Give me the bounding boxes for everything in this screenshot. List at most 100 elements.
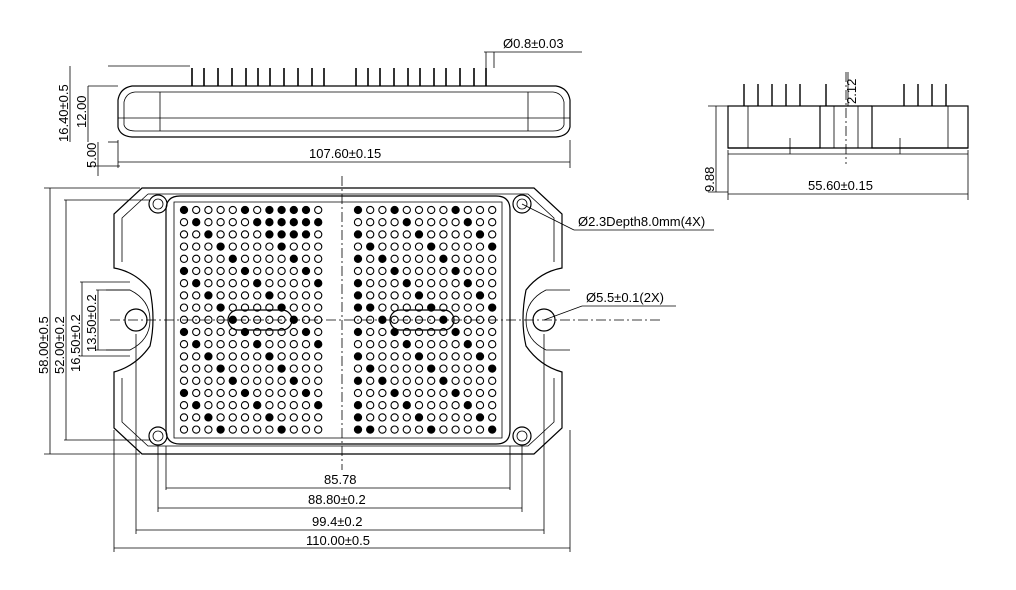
grid-dot: [402, 352, 411, 361]
grid-dot: [253, 279, 262, 288]
grid-dot: [277, 340, 286, 349]
grid-dot: [353, 303, 363, 312]
grid-dot: [301, 242, 311, 251]
grid-dot: [216, 364, 225, 373]
grid-dot: [192, 254, 201, 263]
grid-dot: [216, 218, 225, 227]
grid-dot: [265, 425, 274, 434]
grid-dot: [353, 291, 363, 300]
grid-dot: [488, 291, 497, 300]
side-body-inner: [123, 91, 565, 132]
grid-dot: [265, 352, 274, 361]
grid-dot: [240, 254, 250, 263]
end-pins: [743, 84, 947, 106]
grid-dot: [179, 218, 189, 227]
grid-dot: [314, 364, 323, 373]
grid-dot: [179, 230, 189, 239]
grid-dot: [204, 279, 213, 288]
grid-dot: [463, 303, 472, 312]
grid-dot: [414, 413, 424, 422]
grid-dot: [204, 401, 213, 410]
grid-dot: [289, 364, 298, 373]
grid-dot: [265, 388, 274, 398]
side-length-label: 107.60±0.15: [309, 146, 381, 161]
grid-dot: [265, 230, 274, 239]
pin-diameter-label: Ø0.8±0.03: [503, 36, 564, 51]
grid-dot: [265, 413, 274, 422]
grid-dot: [451, 340, 460, 349]
side-body-outline: [117, 85, 571, 138]
grid-dot: [314, 218, 323, 227]
grid-dot: [277, 242, 286, 251]
grid-dot: [216, 291, 225, 300]
grid-dot: [488, 218, 497, 227]
grid-dot: [439, 230, 448, 239]
side-pins: [191, 68, 487, 86]
grid-dot: [192, 352, 201, 361]
grid-dot: [366, 425, 375, 434]
grid-dot: [216, 230, 225, 239]
grid-dot: [427, 376, 436, 385]
grid-dot: [289, 401, 298, 410]
grid-dot: [314, 425, 323, 434]
body-height-label: 12.00: [74, 95, 89, 128]
dot-grid: [179, 205, 497, 434]
grid-dot: [253, 340, 262, 349]
grid-dot: [301, 279, 311, 288]
grid-dot: [277, 205, 286, 215]
grid-dot: [228, 242, 237, 251]
grid-dot: [402, 291, 411, 300]
grid-dot: [439, 425, 448, 434]
grid-dot: [414, 388, 424, 398]
grid-dot: [475, 230, 485, 239]
grid-dot: [277, 291, 286, 300]
grid-dot: [204, 327, 213, 337]
grid-dot: [240, 388, 250, 398]
grid-dot: [475, 254, 485, 263]
grid-dot: [301, 388, 311, 398]
grid-dot: [179, 254, 189, 263]
grid-dot: [289, 303, 298, 312]
grid-dot: [228, 254, 237, 263]
grid-dot: [192, 230, 201, 239]
grid-dot: [228, 413, 237, 422]
grid-dot: [179, 303, 189, 312]
grid-dot: [463, 279, 472, 288]
grid-dot: [353, 230, 363, 239]
grid-dot: [204, 388, 213, 398]
grid-dot: [378, 401, 387, 410]
grid-dot: [216, 205, 225, 215]
end-height-label: 9.88: [702, 167, 717, 192]
grid-dot: [289, 279, 298, 288]
grid-dot: [289, 266, 298, 276]
grid-dot: [240, 230, 250, 239]
grid-dot: [301, 352, 311, 361]
grid-dot: [240, 205, 250, 215]
grid-dot: [289, 230, 298, 239]
grid-dot: [378, 218, 387, 227]
grid-dot: [216, 352, 225, 361]
width-holes-label: 88.80±0.2: [308, 492, 366, 507]
total-height-label: 16.40±0.5: [56, 84, 71, 142]
grid-dot: [488, 388, 497, 398]
grid-dot: [179, 279, 189, 288]
end-width-label: 55.60±0.15: [808, 178, 873, 193]
grid-dot: [402, 376, 411, 385]
grid-dot: [488, 266, 497, 276]
grid-dot: [253, 205, 262, 215]
grid-dot: [414, 266, 424, 276]
grid-dot: [228, 340, 237, 349]
grid-dot: [265, 340, 274, 349]
grid-dot: [204, 352, 213, 361]
grid-dot: [204, 254, 213, 263]
grid-dot: [277, 279, 286, 288]
grid-dot: [475, 352, 485, 361]
grid-dot: [216, 401, 225, 410]
grid-dot: [378, 413, 387, 422]
grid-dot: [253, 413, 262, 422]
grid-dot: [402, 266, 411, 276]
grid-dot: [475, 413, 485, 422]
grid-dot: [463, 254, 472, 263]
grid-dot: [265, 242, 274, 251]
grid-dot: [179, 388, 189, 398]
